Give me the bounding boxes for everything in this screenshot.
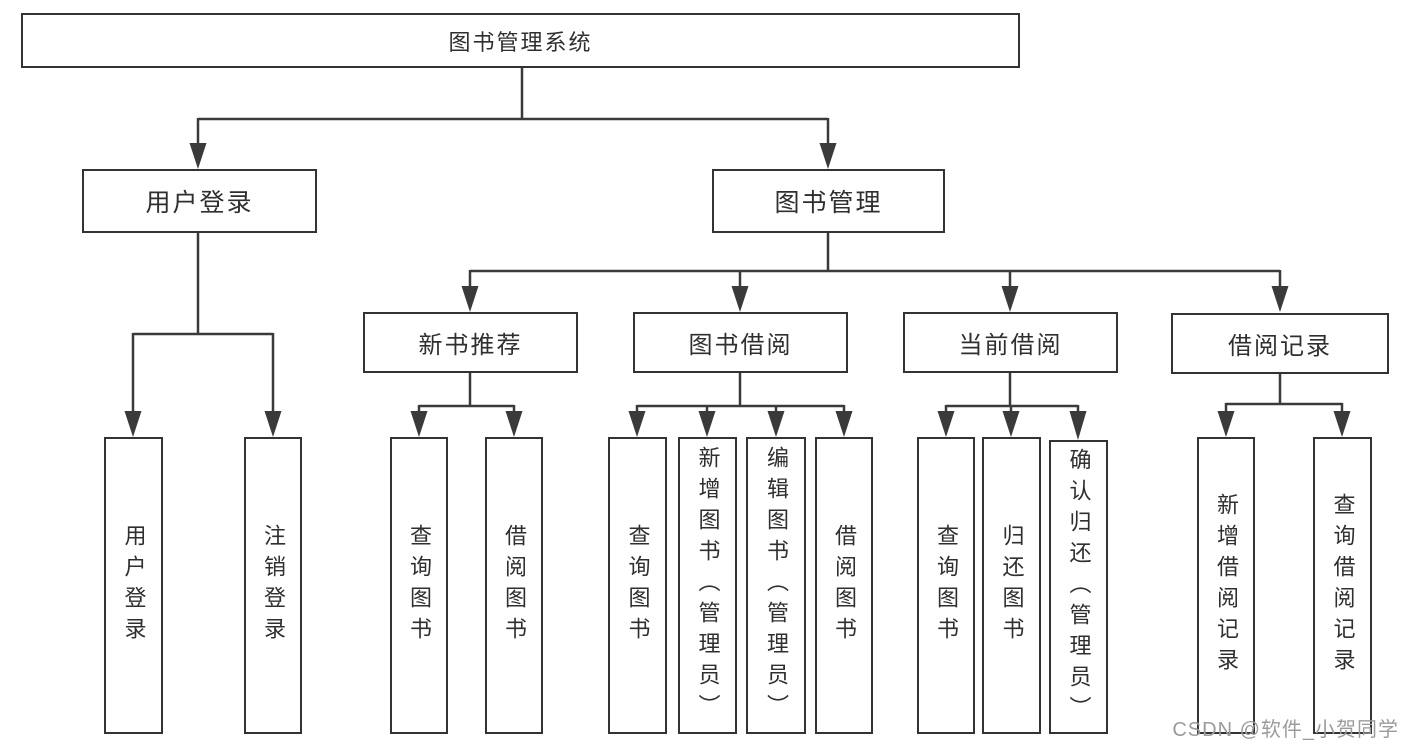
- leaf-edit-book-admin: 编辑图书（管理员）: [746, 437, 806, 734]
- node-current-borrowing: 当前借阅: [903, 312, 1118, 373]
- leaf-label: 用户登录: [121, 523, 147, 648]
- leaf-add-borrow-record: 新增借阅记录: [1197, 437, 1255, 734]
- leaf-label: 归还图书: [999, 523, 1025, 648]
- leaf-return-book: 归还图书: [982, 437, 1041, 734]
- leaf-label: 查询图书: [407, 523, 432, 648]
- leaf-query-borrow-record: 查询借阅记录: [1313, 437, 1372, 734]
- leaf-borrow-books: 借阅图书: [815, 437, 873, 734]
- node-new-book-recommend: 新书推荐: [363, 312, 578, 373]
- leaf-logout: 注销登录: [244, 437, 302, 734]
- leaf-label: 新增借阅记录: [1214, 492, 1239, 679]
- node-library-management-system: 图书管理系统: [21, 13, 1020, 68]
- node-borrowing-records: 借阅记录: [1171, 313, 1389, 374]
- node-label: 新书推荐: [418, 332, 523, 359]
- node-label: 借阅记录: [1228, 333, 1332, 360]
- leaf-label: 注销登录: [261, 523, 286, 648]
- node-label: 图书管理系统: [448, 29, 593, 55]
- leaf-borrow-books-recommend: 借阅图书: [485, 437, 543, 734]
- leaf-query-books-current: 查询图书: [917, 437, 975, 734]
- leaf-user-login: 用户登录: [104, 437, 163, 734]
- leaf-label: 查询图书: [934, 523, 959, 648]
- node-label: 用户登录: [145, 189, 254, 217]
- node-book-management: 图书管理: [712, 169, 945, 233]
- leaf-label: 查询图书: [625, 523, 651, 648]
- node-label: 图书借阅: [688, 332, 793, 359]
- leaf-query-books-recommend: 查询图书: [390, 437, 448, 734]
- leaf-label: 查询借阅记录: [1330, 492, 1356, 679]
- leaf-label: 新增图书（管理员）: [695, 446, 721, 725]
- csdn-watermark: CSDN @软件_小贺同学: [1172, 719, 1399, 741]
- leaf-label: 确认归还（管理员）: [1066, 447, 1092, 727]
- leaf-query-books-borrow: 查询图书: [608, 437, 667, 734]
- leaf-label: 借阅图书: [832, 523, 857, 648]
- node-label: 图书管理: [774, 189, 883, 217]
- leaf-add-book-admin: 新增图书（管理员）: [678, 437, 737, 734]
- leaf-label: 编辑图书（管理员）: [764, 446, 789, 725]
- node-label: 当前借阅: [958, 332, 1063, 359]
- node-user-login: 用户登录: [82, 169, 317, 233]
- leaf-confirm-return-admin: 确认归还（管理员）: [1049, 440, 1108, 734]
- leaf-label: 借阅图书: [502, 523, 527, 648]
- node-book-borrowing: 图书借阅: [633, 312, 848, 373]
